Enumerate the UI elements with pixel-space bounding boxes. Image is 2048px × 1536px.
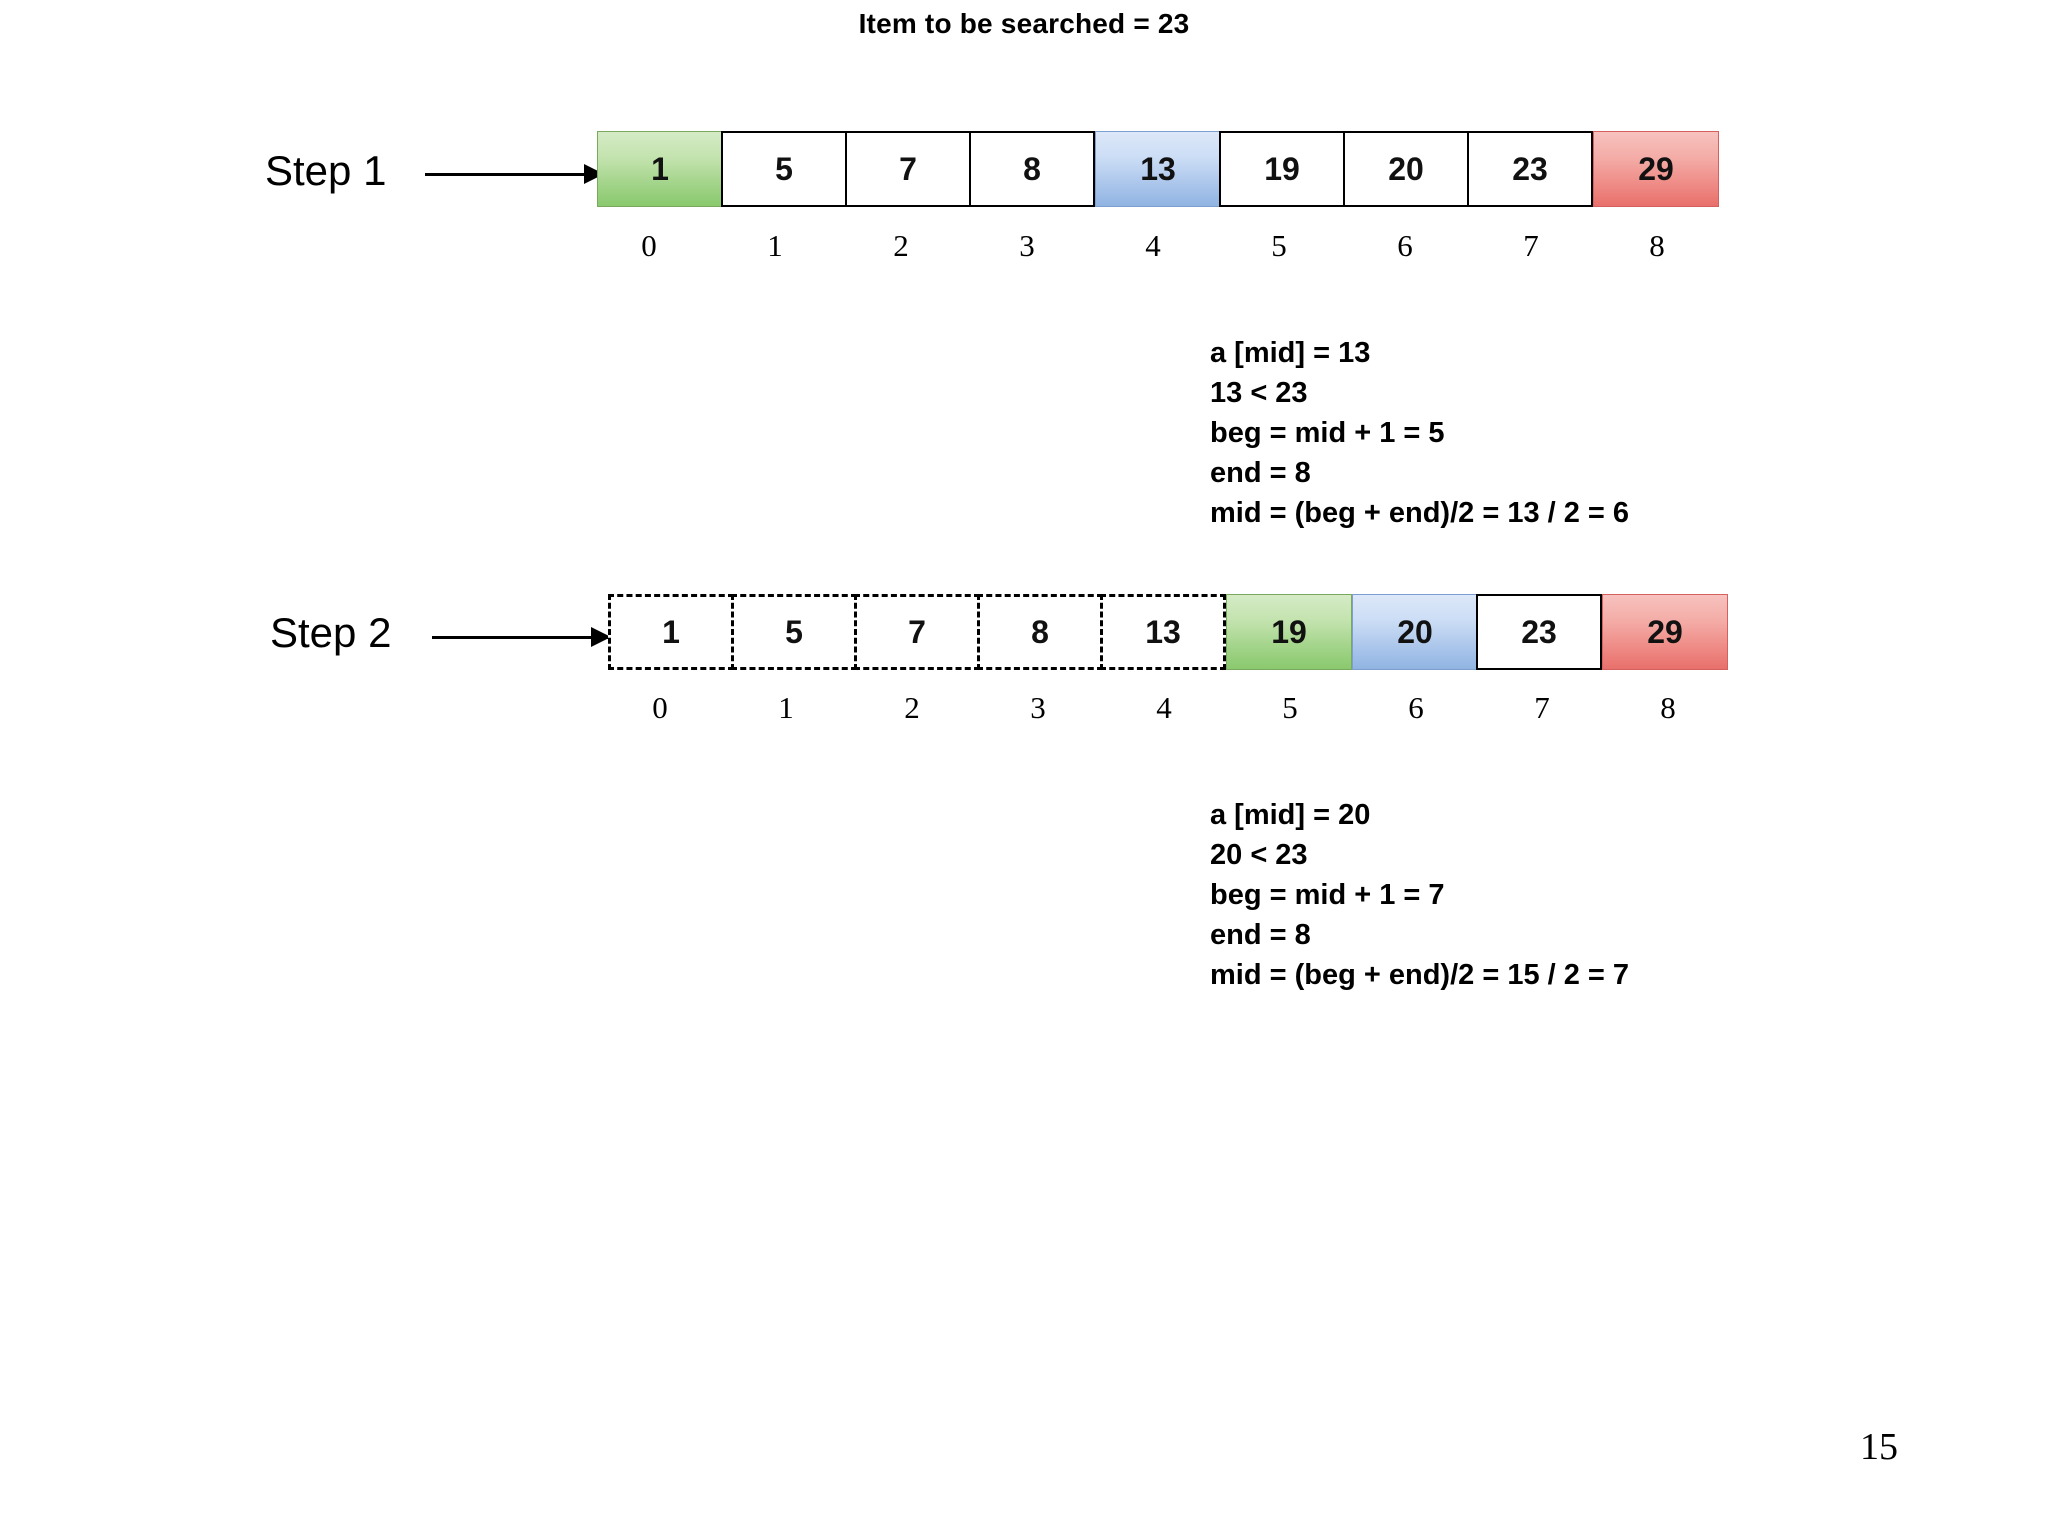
info-line: a [mid] = 20 [1210, 799, 1371, 831]
array-cell: 13 [1095, 131, 1221, 207]
info-line: beg = mid + 1 = 7 [1210, 879, 1445, 911]
info-line: beg = mid + 1 = 5 [1210, 417, 1445, 449]
array-cell: 13 [1100, 594, 1226, 670]
array-cell: 8 [977, 594, 1103, 670]
array-index-label: 2 [904, 690, 920, 725]
array-index-label: 1 [767, 228, 783, 263]
array-index-label: 3 [1019, 228, 1035, 263]
array-cell: 5 [721, 131, 847, 207]
array-index-label: 6 [1408, 690, 1424, 725]
array-index-label: 7 [1523, 228, 1539, 263]
array-index-label: 1 [778, 690, 794, 725]
array-index-label: 5 [1282, 690, 1298, 725]
array-cell: 19 [1226, 594, 1352, 670]
array-cell: 8 [969, 131, 1095, 207]
arrow-head [591, 627, 611, 647]
array-cell: 7 [845, 131, 971, 207]
array-index-label: 8 [1649, 228, 1665, 263]
arrow-shaft [425, 173, 603, 176]
step-1-index-labels: 0 1 2 3 4 5 6 7 8 [586, 228, 1720, 264]
array-cell: 1 [608, 594, 734, 670]
step-2-index-labels: 0 1 2 3 4 5 6 7 8 [597, 690, 1731, 726]
array-index-label: 4 [1145, 228, 1161, 263]
step-2-info-block: a [mid] = 20 20 < 23 beg = mid + 1 = 7 end … [1210, 795, 1629, 995]
array-cell: 19 [1219, 131, 1345, 207]
array-index-label: 7 [1534, 690, 1550, 725]
step-2-arrow-icon [432, 627, 611, 647]
array-cell: 23 [1467, 131, 1593, 207]
info-line: 20 < 23 [1210, 839, 1308, 871]
array-index-label: 8 [1660, 690, 1676, 725]
array-index-label: 6 [1397, 228, 1413, 263]
array-index-label: 4 [1156, 690, 1172, 725]
array-cell: 23 [1476, 594, 1602, 670]
array-index-label: 5 [1271, 228, 1287, 263]
array-cell: 29 [1602, 594, 1728, 670]
arrow-shaft [432, 636, 610, 639]
info-line: mid = (beg + end)/2 = 13 / 2 = 6 [1210, 497, 1630, 529]
step-1-label: Step 1 [265, 147, 387, 194]
array-cell: 29 [1593, 131, 1719, 207]
array-cell: 20 [1343, 131, 1469, 207]
array-index-label: 0 [652, 690, 668, 725]
step-1-arrow-icon [425, 164, 604, 184]
array-cell: 7 [854, 594, 980, 670]
array-cell: 5 [731, 594, 857, 670]
step-2-label: Step 2 [270, 609, 392, 656]
info-line: 13 < 23 [1210, 377, 1308, 409]
array-index-label: 3 [1030, 690, 1046, 725]
step-1-info-block: a [mid] = 13 13 < 23 beg = mid + 1 = 5 end … [1210, 333, 1629, 533]
array-cell: 20 [1352, 594, 1478, 670]
array-index-label: 0 [641, 228, 657, 263]
page-number: 15 [1860, 1426, 1898, 1468]
info-line: end = 8 [1210, 457, 1311, 489]
array-index-label: 2 [893, 228, 909, 263]
info-line: a [mid] = 13 [1210, 337, 1371, 369]
info-line: mid = (beg + end)/2 = 15 / 2 = 7 [1210, 959, 1630, 991]
page-title: Item to be searched = 23 [858, 8, 1190, 39]
array-cell: 1 [597, 131, 723, 207]
info-line: end = 8 [1210, 919, 1311, 951]
